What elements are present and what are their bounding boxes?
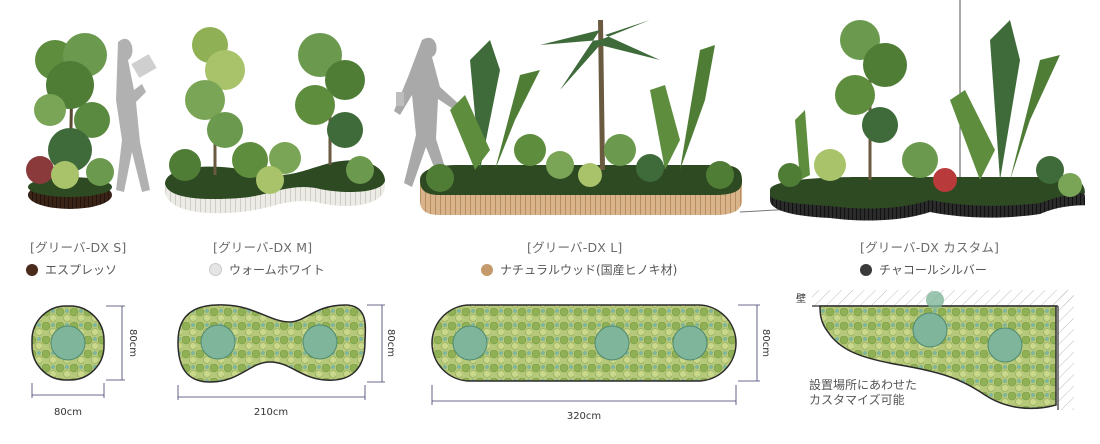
product-name-custom: [グリーバ-DX カスタム] — [860, 240, 1000, 255]
dim-m-depth: 80cm — [385, 329, 396, 357]
color-label-s: エスプレッソ — [45, 263, 118, 277]
person-silhouette-l — [394, 37, 460, 187]
product-name-s: [グリーバ-DX S] — [30, 240, 127, 255]
color-dot-natural-wood — [481, 263, 493, 276]
color-label-l: ナチュラルウッド(国産ヒノキ材) — [500, 263, 678, 277]
product-name-l: [グリーバ-DX L] — [527, 240, 623, 255]
dim-s-depth: 80cm — [127, 329, 138, 357]
product-name-m: [グリーバ-DX M] — [213, 240, 313, 255]
person-silhouette-s — [116, 38, 150, 192]
color-label-m: ウォームホワイト — [229, 263, 325, 277]
color-swatch-custom: チャコールシルバー — [860, 261, 987, 278]
color-swatch-s: エスプレッソ — [26, 261, 117, 278]
color-dot-charcoal-silver — [860, 263, 872, 276]
planter-m — [165, 27, 385, 214]
color-label-custom: チャコールシルバー — [879, 263, 987, 277]
color-swatch-l: ナチュラルウッド(国産ヒノキ材) — [481, 261, 677, 278]
plan-s — [31, 305, 125, 398]
foliage-s — [26, 33, 114, 189]
planter-custom — [739, 0, 1086, 221]
dim-s-width: 80cm — [54, 407, 82, 418]
planter-l — [420, 20, 742, 215]
foliage-m — [169, 27, 374, 194]
wall-label: 壁 — [796, 294, 806, 305]
customization-note: 設置場所にあわせた カスタマイズ可能 — [809, 378, 918, 407]
color-dot-espresso — [26, 263, 38, 276]
dim-m-width: 210cm — [254, 407, 288, 418]
color-swatch-m: ウォームホワイト — [209, 261, 325, 278]
dim-l-width: 320cm — [567, 411, 601, 422]
plan-l — [431, 304, 760, 405]
plan-custom — [812, 290, 1074, 410]
color-dot-warm-white — [209, 263, 222, 276]
planter-s — [26, 33, 157, 209]
plan-m — [177, 304, 385, 400]
planter-photos — [26, 0, 1086, 221]
foliage-l — [426, 20, 734, 192]
dim-l-depth: 80cm — [760, 329, 771, 357]
foliage-custom — [778, 20, 1082, 197]
